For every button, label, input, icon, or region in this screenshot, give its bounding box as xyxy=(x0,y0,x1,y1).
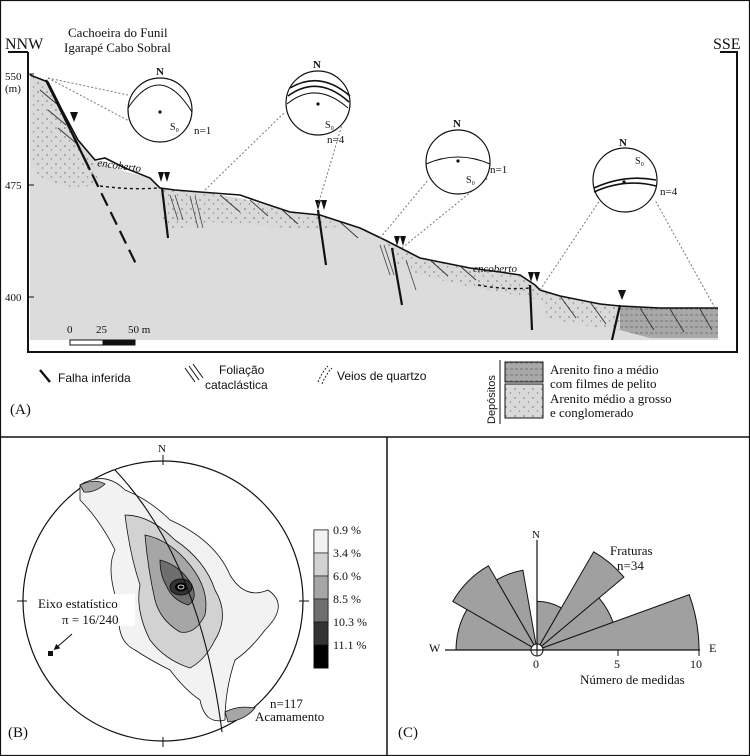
fault-3 xyxy=(316,209,328,266)
site-title-2: Igarapé Cabo Sobral xyxy=(64,40,171,55)
contour-11.1 xyxy=(175,582,187,592)
panel-a: 550 (m) 475 400 NNW SSE Cachoeira do Fun… xyxy=(5,25,741,424)
direction-sse: SSE xyxy=(713,36,741,53)
tick-0: 0 xyxy=(533,657,539,671)
svg-text:N: N xyxy=(453,118,461,130)
svg-text:8.5 %: 8.5 % xyxy=(333,592,361,606)
elev-unit: (m) xyxy=(5,83,21,95)
svg-text:n=1: n=1 xyxy=(490,164,507,176)
legend-a: Falha inferida Foliação cataclástica Vei… xyxy=(39,360,672,424)
stereonet-3: N S₀ n=1 xyxy=(379,118,507,249)
svg-text:S₀: S₀ xyxy=(466,175,476,186)
svg-text:25: 25 xyxy=(96,324,108,336)
panel-b: N Eixo estatístico π = 16/240 n=117 Acam… xyxy=(8,443,367,747)
panel-label-c: (C) xyxy=(398,725,418,741)
svg-text:10.3 %: 10.3 % xyxy=(333,615,367,629)
coarse-sandstone-body xyxy=(30,75,718,340)
stereonet-2: N S₀ n=4 xyxy=(204,59,351,206)
legend-veins: Veios de quartzo xyxy=(337,369,427,383)
stereonet-4: N S₀ n=4 xyxy=(539,137,716,309)
svg-text:0: 0 xyxy=(67,324,73,336)
count-b: n=117 xyxy=(270,696,303,711)
fault-6 xyxy=(610,304,622,341)
svg-text:e conglomerado: e conglomerado xyxy=(550,405,633,420)
legend-foliation-1: Foliação xyxy=(219,363,265,377)
svg-text:50 m: 50 m xyxy=(128,324,151,336)
bedding-b: Acamamento xyxy=(255,709,324,724)
scale-bar: 0 25 50 m xyxy=(67,324,151,346)
legend-coarse-swatch xyxy=(504,383,544,419)
fault-4 xyxy=(390,247,404,306)
rose-petal xyxy=(536,551,625,651)
rose-petal xyxy=(452,565,539,652)
elev-475: 475 xyxy=(5,180,22,192)
site-title-1: Cachoeira do Funil xyxy=(68,25,168,40)
north-c: N xyxy=(532,529,540,541)
legend-fine-swatch xyxy=(504,361,544,383)
svg-text:S₀: S₀ xyxy=(170,122,180,133)
axis-label-1: Eixo estatístico xyxy=(38,596,118,611)
rose-diagram xyxy=(452,551,700,657)
rose-count: n=34 xyxy=(617,558,644,573)
legend-fault: Falha inferida xyxy=(58,371,131,385)
svg-text:11.1 %: 11.1 % xyxy=(333,638,367,652)
svg-text:Arenito médio a grosso: Arenito médio a grosso xyxy=(550,391,672,406)
svg-text:0.9 %: 0.9 % xyxy=(333,523,361,537)
svg-text:N: N xyxy=(313,59,321,71)
direction-nnw: NNW xyxy=(5,36,44,53)
svg-text:com filmes de pelito: com filmes de pelito xyxy=(550,376,657,391)
panel-c: N W E Fraturas n=34 0 5 10 Número de med… xyxy=(398,529,716,741)
svg-text:N: N xyxy=(619,137,627,149)
legend-deposits: Depósitos xyxy=(486,375,498,424)
fine-sandstone-outcrop xyxy=(620,306,718,338)
fault-2 xyxy=(160,187,170,239)
svg-text:n=4: n=4 xyxy=(660,186,678,198)
west-c: W xyxy=(429,641,441,655)
tick-10: 10 xyxy=(690,657,702,671)
axis-label-2: π = 16/240 xyxy=(62,612,119,627)
panel-label-a: (A) xyxy=(10,402,31,418)
svg-text:3.4 %: 3.4 % xyxy=(333,546,361,560)
svg-text:n=1: n=1 xyxy=(194,125,211,137)
svg-text:6.0 %: 6.0 % xyxy=(333,569,361,583)
svg-text:S₀: S₀ xyxy=(635,156,645,167)
fault-5 xyxy=(528,284,534,331)
east-c: E xyxy=(709,641,716,655)
svg-text:N: N xyxy=(156,66,164,78)
great-circle xyxy=(114,469,223,733)
contour-legend: 0.9 % 3.4 % 6.0 % 8.5 % 10.3 % 11.1 % xyxy=(313,523,367,669)
covered-label-2: encoberto xyxy=(473,263,517,275)
topographic-profile xyxy=(29,74,718,309)
svg-text:Arenito fino a médio: Arenito fino a médio xyxy=(550,362,659,377)
coarse-sandstone-outcrop xyxy=(30,75,100,188)
north-b: N xyxy=(158,443,166,455)
section-frame xyxy=(27,51,738,353)
stereonet-1: N S₀ n=1 xyxy=(47,66,211,143)
elev-550: 550 xyxy=(5,71,22,83)
pi-axis-point xyxy=(48,651,53,656)
elev-400: 400 xyxy=(5,292,22,304)
rose-xlabel: Número de medidas xyxy=(580,672,685,687)
svg-text:n=4: n=4 xyxy=(327,134,345,146)
panel-label-b: (B) xyxy=(8,725,28,741)
legend-foliation-2: cataclástica xyxy=(205,378,268,392)
tick-5: 5 xyxy=(614,657,620,671)
svg-text:S₀: S₀ xyxy=(325,120,335,131)
rose-title: Fraturas xyxy=(610,543,653,558)
